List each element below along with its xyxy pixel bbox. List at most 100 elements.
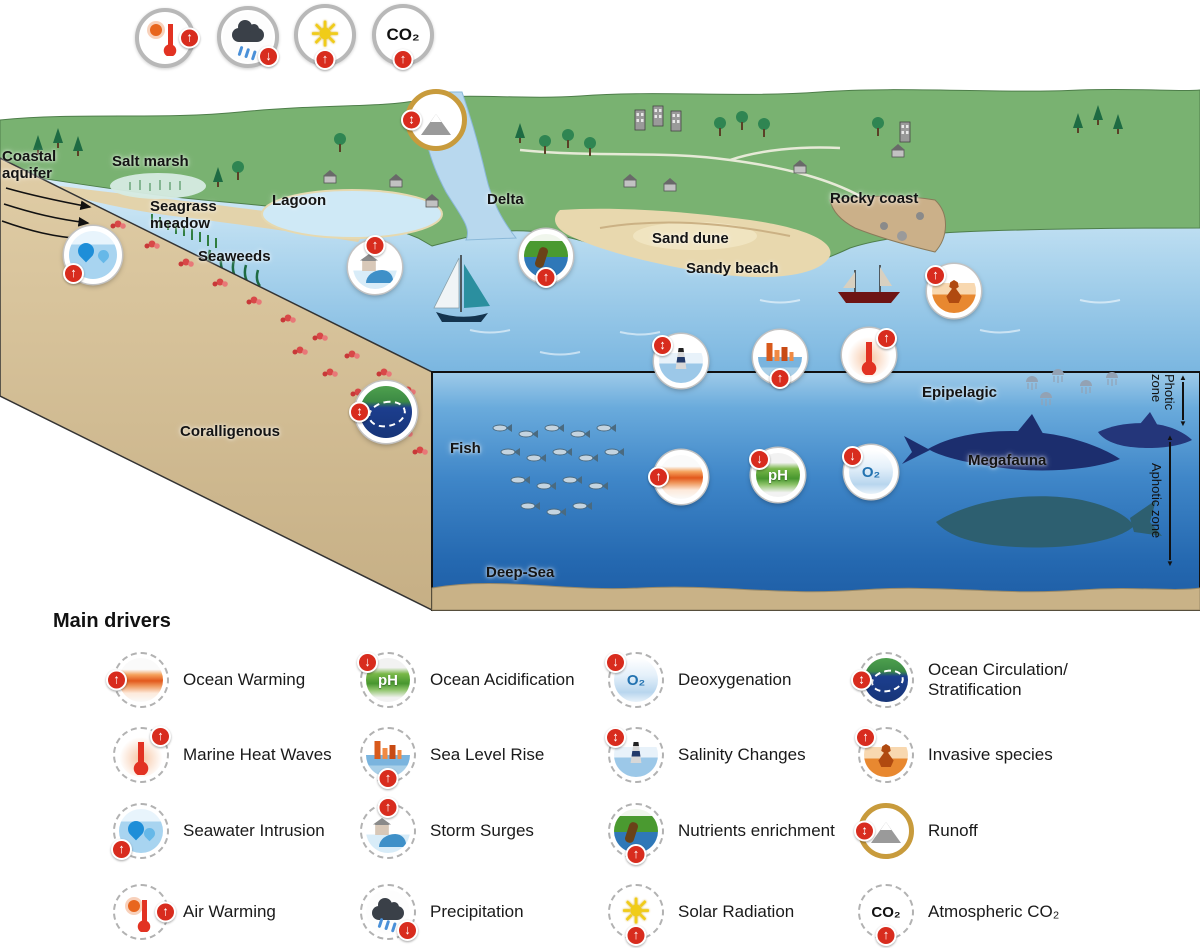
salinity-changes-icon: ↕ [605, 727, 664, 783]
ocean-warming-icon: ↑ [648, 450, 708, 504]
ocean-circulation-icon: ↕ [851, 652, 914, 708]
air-warming-icon: ↑ [135, 8, 200, 68]
invasive-species-icon: ↑ [925, 264, 981, 318]
label-sandy-beach: Sandy beach [686, 260, 779, 277]
increase-badge: ↑ [625, 925, 647, 946]
increase-badge: ↑ [648, 466, 669, 488]
change-badge: ↕ [401, 109, 422, 131]
seaweed [207, 249, 262, 287]
salinity-changes-icon: ↕ [652, 334, 708, 388]
photic-zone-marker: Photic zone ▲▼ [1149, 373, 1187, 428]
legend-title: Main drivers [53, 610, 171, 632]
legend-label: Solar Radiation [678, 901, 795, 921]
increase-badge: ↑ [111, 839, 132, 860]
change-badge: ↕ [349, 401, 370, 423]
label-photic-zone: Photic zone [1149, 374, 1177, 411]
seawater-intrusion-icon: ↑ [111, 803, 169, 860]
legend-item-nutrients-enrichment: ↑ Nutrients enrichment [608, 803, 835, 865]
decrease-badge: ↓ [397, 920, 418, 941]
change-badge: ↕ [854, 820, 875, 842]
precipitation-icon: ↓ [217, 6, 279, 68]
underwater-face [431, 371, 1200, 611]
change-badge: ↕ [652, 335, 673, 356]
legend-item-sea-level-rise: ↑ Sea Level Rise [360, 727, 545, 789]
marine-heat-waves-icon: ↑ [113, 726, 171, 783]
co2-glyph: CO₂ [871, 903, 901, 921]
label-seagrass-meadow: Seagrass meadow [150, 198, 217, 233]
seagrass [151, 214, 217, 248]
ocean-acidification-icon: pH ↓ [357, 652, 416, 708]
runoff-icon: ↕ [401, 89, 467, 151]
legend-label: Seawater Intrusion [183, 820, 325, 840]
solar-radiation-icon: ☀ ↑ [294, 4, 356, 70]
label-lagoon: Lagoon [272, 192, 327, 209]
solar-radiation-icon: ☀ ↑ [608, 884, 664, 946]
aphotic-zone-arrow: ▲▼ [1166, 433, 1174, 568]
increase-badge: ↑ [314, 49, 336, 70]
change-badge: ↕ [605, 727, 626, 748]
shark [902, 412, 1192, 471]
dune-ridge [599, 221, 791, 237]
label-delta: Delta [487, 191, 524, 208]
label-megafauna: Megafauna [968, 452, 1047, 469]
label-salt-marsh: Salt marsh [112, 153, 189, 170]
decrease-badge: ↓ [749, 449, 770, 470]
legend-label: Ocean Warming [183, 669, 306, 689]
increase-badge: ↑ [155, 901, 176, 923]
ocean-warming-icon: ↑ [106, 652, 169, 708]
increase-badge: ↑ [179, 27, 200, 49]
legend-label: Sea Level Rise [430, 744, 545, 764]
aphotic-zone-marker: Aphotic zone ▲▼ [1149, 433, 1174, 568]
label-seaweeds: Seaweeds [198, 248, 271, 265]
legend-item-seawater-intrusion: ↑ Seawater Intrusion [111, 803, 325, 860]
storm-surges-icon: ↑ [360, 797, 416, 859]
storm-surges-glyph [366, 809, 410, 853]
increase-badge: ↑ [875, 925, 897, 946]
salt-marsh [110, 173, 206, 199]
increase-badge: ↑ [364, 235, 386, 256]
air-warming-glyph [141, 14, 189, 62]
seawater-intrusion-icon: ↑ [63, 226, 122, 284]
sand-dune [633, 222, 757, 250]
legend-item-deoxygenation: O₂ ↓ Deoxygenation [605, 652, 792, 708]
sun-icon: ☀ [620, 893, 652, 931]
deep-sea-floor [431, 582, 1200, 611]
nutrients-enrichment-icon: ↑ [519, 229, 573, 288]
label-deep-sea: Deep-Sea [486, 564, 555, 581]
increase-badge: ↑ [925, 265, 946, 286]
legend-label: Deoxygenation [678, 669, 792, 689]
label-rocky-coast: Rocky coast [830, 190, 919, 207]
decrease-badge: ↓ [842, 446, 863, 467]
legend-item-atmospheric-co2: CO₂ ↑ Atmospheric CO₂ [858, 884, 1059, 946]
roads [519, 146, 861, 198]
marine-heat-waves-icon: ↑ [842, 328, 897, 382]
legend-item-precipitation: ↓ Precipitation [360, 884, 524, 941]
legend-item-invasive-species: ↑ Invasive species [855, 727, 1053, 783]
increase-badge: ↑ [150, 726, 171, 747]
lagoon [261, 189, 443, 239]
label-sand-dune: Sand dune [652, 230, 729, 247]
whale [936, 496, 1162, 548]
increase-badge: ↑ [392, 49, 414, 70]
rain-drops [237, 45, 244, 57]
legend-item-storm-surges: ↑ Storm Surges [360, 797, 534, 859]
increase-badge: ↑ [63, 263, 84, 284]
legend-item-ocean-warming: ↑ Ocean Warming [106, 652, 306, 708]
deoxygenation-icon: O₂ ↓ [842, 445, 898, 499]
increase-badge: ↑ [876, 328, 897, 349]
invasive-species-icon: ↑ [855, 727, 914, 783]
sun-icon: ☀ [309, 16, 341, 54]
legend-item-salinity-changes: ↕ Salinity Changes [605, 727, 806, 783]
legend-item-ocean-circulation: ↕ Ocean Circulation/ Stratification [851, 652, 1068, 708]
increase-badge: ↑ [377, 768, 399, 789]
atmospheric-co2-icon: CO₂ ↑ [372, 4, 434, 70]
legend-item-runoff: ↕ Runoff [854, 803, 978, 859]
label-coralligenous: Coralligenous [180, 423, 281, 440]
legend-item-air-warming: ↑ Air Warming [113, 884, 276, 940]
label-epipelagic: Epipelagic [922, 384, 998, 401]
legend-label: Ocean Circulation/ Stratification [928, 659, 1068, 699]
legend-item-solar-radiation: ☀ ↑ Solar Radiation [608, 884, 795, 946]
label-fish: Fish [450, 440, 481, 457]
legend-label: Precipitation [430, 901, 524, 921]
photic-zone-arrow: ▲▼ [1179, 373, 1187, 428]
